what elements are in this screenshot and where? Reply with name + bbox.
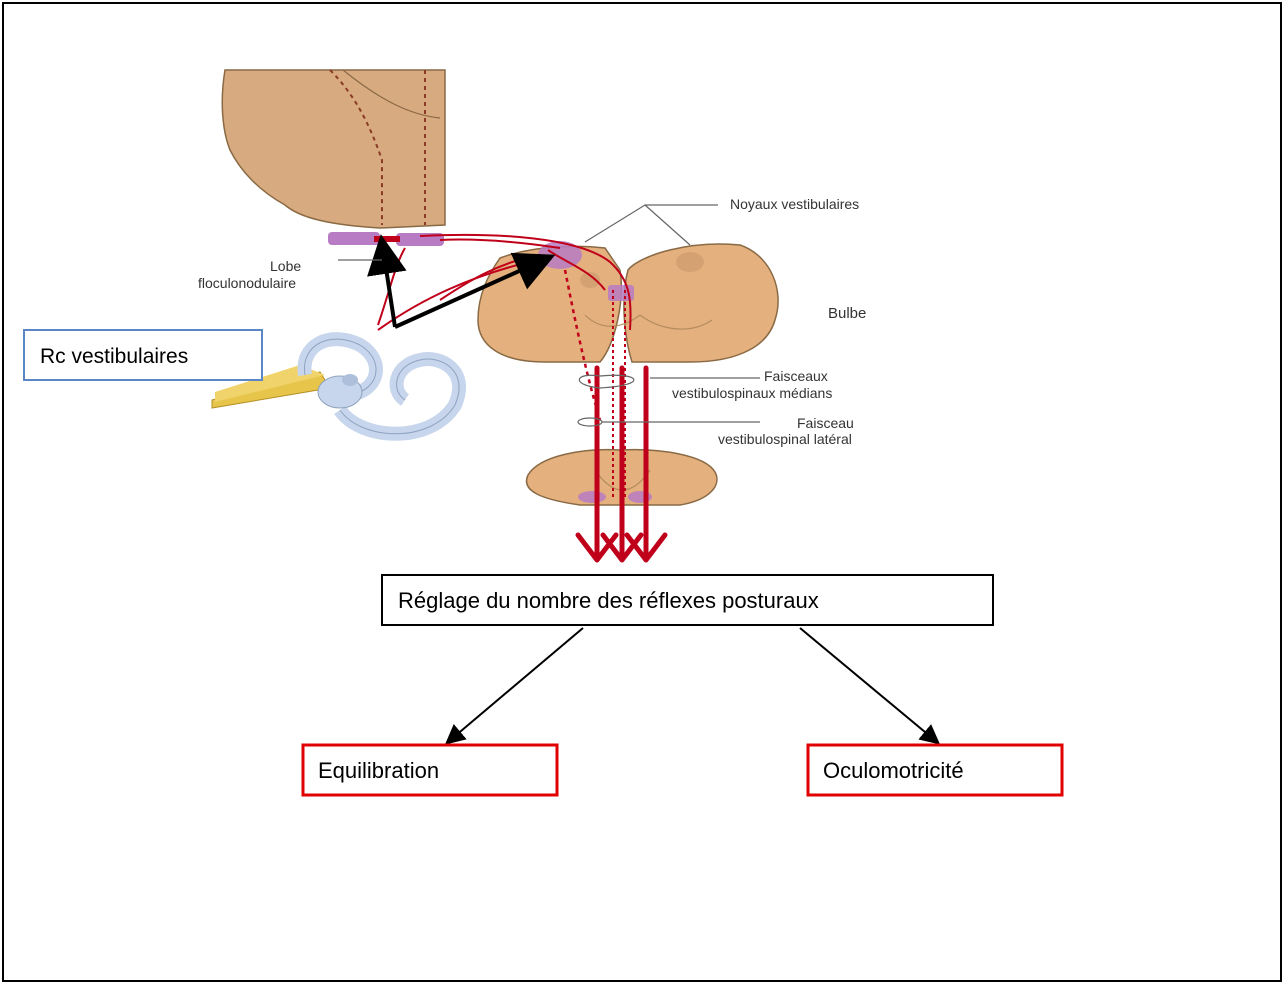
- floculonodular-lobe: [328, 232, 444, 246]
- rc-vestibulaires-text: Rc vestibulaires: [40, 345, 188, 368]
- oculomotricite-box: Oculomotricité: [808, 745, 1062, 795]
- equilibration-text: Equilibration: [318, 758, 439, 783]
- rc-vestibulaires-box: Rc vestibulaires: [24, 330, 262, 380]
- label-vestibulospinaux-medians: vestibulospinaux médians: [672, 385, 832, 401]
- label-vestibulospinal-lateral: vestibulospinal latéral: [718, 431, 852, 447]
- equilibration-box: Equilibration: [303, 745, 557, 795]
- label-floculonodulaire: floculonodulaire: [198, 275, 296, 291]
- label-bulbe: Bulbe: [828, 305, 866, 322]
- label-faisceaux: Faisceaux: [764, 368, 828, 384]
- oculomotricite-text: Oculomotricité: [823, 758, 964, 783]
- cerebellum-illustration: [222, 70, 445, 228]
- label-faisceau: Faisceau: [797, 415, 854, 431]
- label-noyaux-vestibulaires: Noyaux vestibulaires: [730, 196, 859, 212]
- reglage-box: Réglage du nombre des réflexes posturaux: [382, 575, 993, 625]
- branch-arrows: [448, 628, 937, 742]
- label-lobe: Lobe: [270, 258, 301, 274]
- reglage-text: Réglage du nombre des réflexes posturaux: [398, 588, 819, 613]
